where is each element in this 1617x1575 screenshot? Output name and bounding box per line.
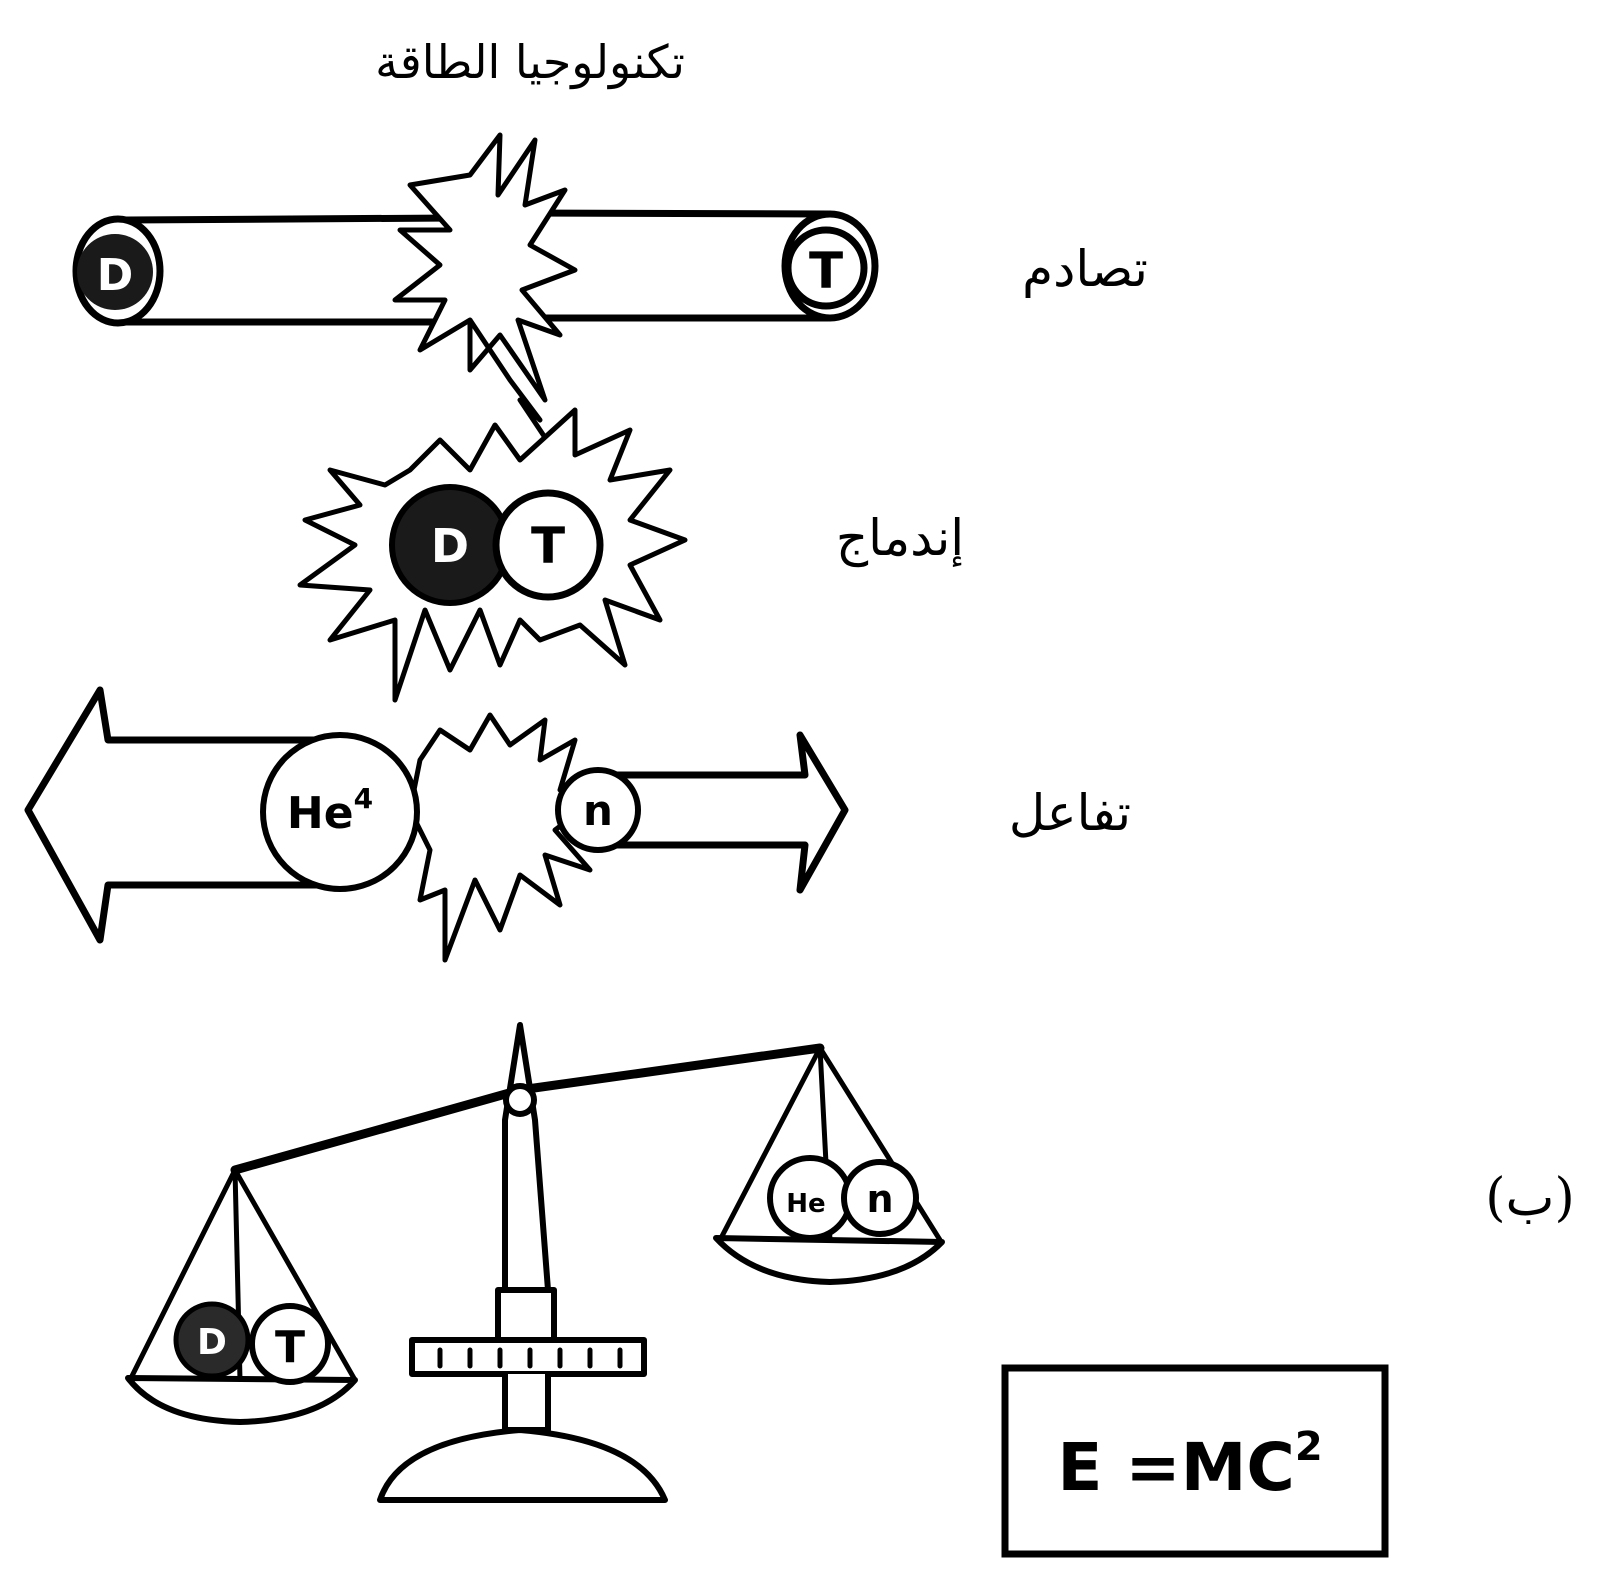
collision-illustration <box>76 135 875 445</box>
helium-mass-number: 4 <box>354 782 373 815</box>
stage-collision-label: تصادم <box>1022 240 1148 299</box>
diagram-title: تكنولوجيا الطاقة <box>375 35 685 90</box>
scale-foot <box>380 1430 665 1500</box>
scale-stand <box>505 1374 548 1430</box>
figure-label: (ب) <box>1485 1168 1575 1228</box>
stage-reaction-label: تفاعل <box>1009 784 1131 842</box>
triton-on-scale-label: T <box>275 1322 305 1373</box>
helium-on-scale-label: He <box>786 1189 825 1219</box>
neutron-label-reaction: n <box>583 786 613 835</box>
left-pan <box>128 1378 355 1422</box>
equation-exponent: 2 <box>1295 1424 1323 1470</box>
stage-fusion-label: إندماج <box>836 509 964 568</box>
equation-main: E =MC <box>1057 1429 1294 1506</box>
balance-scale <box>128 1025 942 1500</box>
deuteron-on-scale-label: D <box>197 1322 227 1363</box>
deuteron-label: D <box>97 250 134 301</box>
helium-symbol: He <box>287 788 354 839</box>
triton-label-fusion: T <box>531 517 565 575</box>
right-pan <box>716 1238 942 1282</box>
scale-post <box>505 1025 548 1290</box>
reaction-illustration <box>28 690 845 960</box>
deuteron-label-fusion: D <box>431 519 469 573</box>
equation-text: E =MC2 <box>1057 1424 1322 1506</box>
scale-pivot <box>506 1086 534 1114</box>
triton-label-collision: T <box>809 242 843 300</box>
fusion-illustration <box>300 410 685 700</box>
neutron-on-scale-label: n <box>866 1177 893 1221</box>
